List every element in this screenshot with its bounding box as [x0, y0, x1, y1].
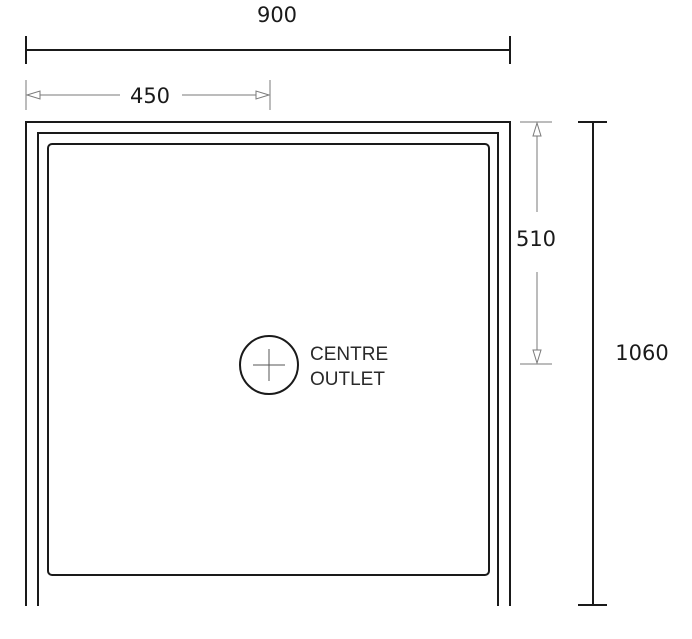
outlet-offset-bottom-arrow — [532, 349, 542, 365]
tray-outer-edge — [25, 121, 511, 606]
outlet-label-line1: CENTRE — [310, 344, 388, 365]
half-width-right-arrow — [255, 90, 271, 100]
tray-inner-edge — [37, 132, 499, 606]
outlet-offset-dimension: 510 — [516, 121, 556, 365]
tray-outline — [25, 121, 511, 606]
overall-length-label: 1060 — [615, 341, 668, 365]
centre-outlet: CENTRE OUTLET — [239, 335, 388, 395]
half-width-dimension: 450 — [25, 80, 271, 110]
half-width-label: 450 — [130, 84, 170, 108]
overall-length-dimension: 1060 — [578, 121, 669, 606]
overall-width-dimension: 900 — [25, 3, 511, 64]
outlet-label-line2: OUTLET — [310, 369, 385, 390]
outlet-offset-label: 510 — [516, 227, 556, 251]
half-width-left-arrow — [25, 90, 41, 100]
outlet-offset-top-arrow — [532, 121, 542, 137]
outlet-circle — [239, 335, 299, 395]
overall-width-label: 900 — [257, 3, 297, 27]
tray-base — [47, 143, 490, 576]
